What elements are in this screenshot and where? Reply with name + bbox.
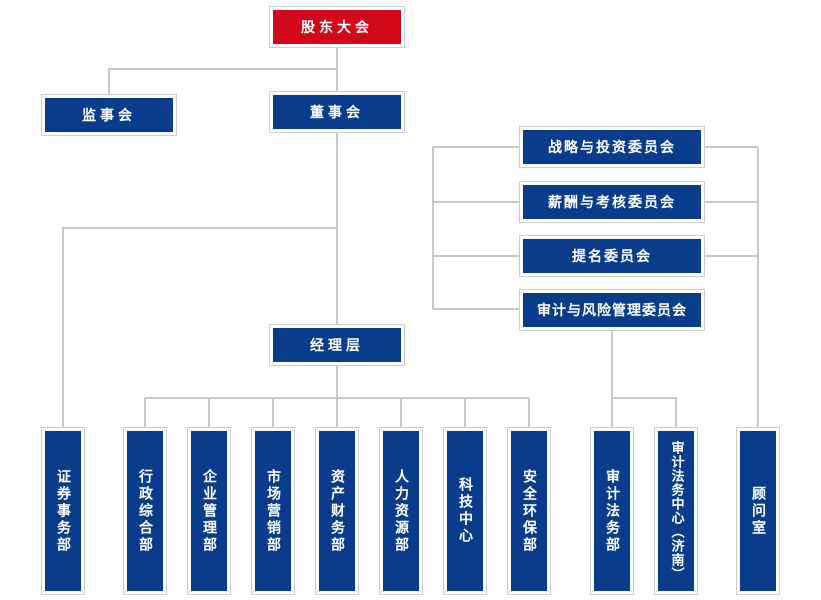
human-resources-dept-box: 人力资源部 [380,428,422,594]
supervisory-board-box: 监事会 [42,95,176,135]
securities-affairs-dept-box: 证券事务部 [42,428,84,594]
audit-risk-committee-box: 审计与风险管理委员会 [520,290,704,330]
audit-legal-dept-box: 审计法务部 [591,428,633,594]
management-box: 经理层 [270,325,404,365]
asset-finance-dept-box: 资产财务部 [316,428,358,594]
advisor-office-box: 顾问室 [737,428,779,594]
enterprise-management-dept-box: 企业管理部 [188,428,230,594]
marketing-dept-box: 市场营销部 [252,428,294,594]
nomination-committee-box: 提名委员会 [520,236,704,276]
board-of-directors-box: 董事会 [270,92,404,132]
compensation-committee-box: 薪酬与考核委员会 [520,182,704,222]
admin-dept-box: 行政综合部 [124,428,166,594]
technology-center-box: 科技中心 [444,428,486,594]
strategy-investment-committee-box: 战略与投资委员会 [520,127,704,167]
shareholders-meeting-box: 股东大会 [270,7,404,47]
safety-environment-dept-box: 安全环保部 [508,428,550,594]
audit-legal-center-jinan-box: 审计法务中心（济南） [655,428,697,594]
